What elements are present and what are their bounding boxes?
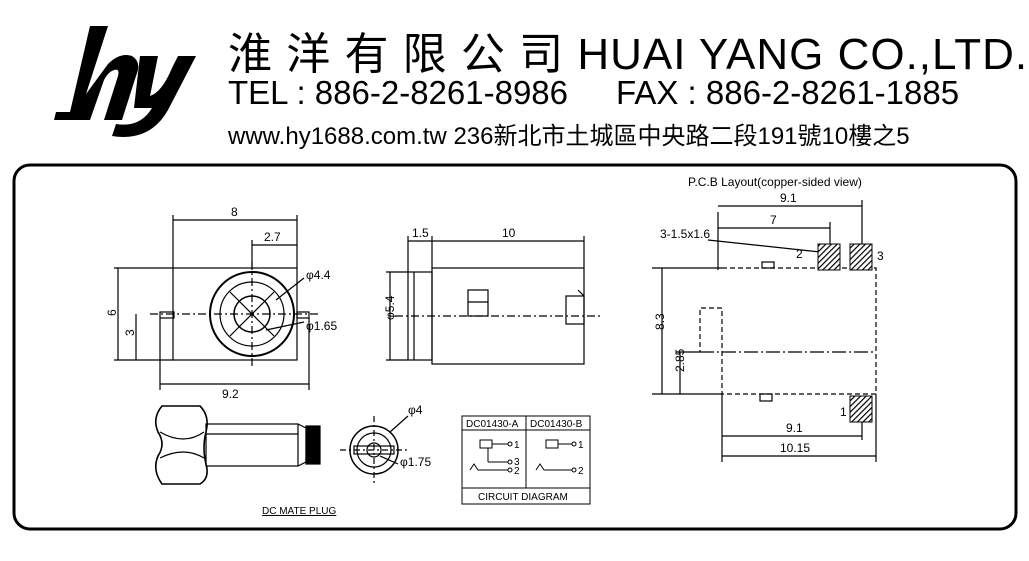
dc-mate-plug: [154, 405, 409, 485]
pcb-view: [652, 200, 877, 462]
address-line: www.hy1688.com.tw 236新北市土城區中央路二段191號10樓之…: [228, 116, 910, 151]
front-dim-dia-inner: φ1.65: [306, 319, 337, 333]
plug-dim-dia-inner: φ1.75: [400, 455, 431, 469]
circuit-caption: CIRCUIT DIAGRAM: [478, 492, 568, 503]
front-dim-width: 8: [231, 205, 238, 219]
company-logo: [54, 26, 196, 137]
pcb-pin-2: 2: [796, 247, 803, 261]
pcb-dim-top-total: 9.1: [780, 191, 797, 205]
circuit-diagram: [461, 415, 591, 505]
circuit-a-pin-1: 1: [514, 440, 520, 451]
pcb-pad-3: [849, 243, 873, 271]
pcb-pin-3: 3: [877, 249, 884, 263]
pcb-pin-1: 1: [840, 405, 847, 419]
pcb-dim-offset: 2.85: [673, 348, 687, 372]
front-dim-base: 9.2: [222, 387, 239, 401]
side-view: [386, 236, 600, 365]
website: www.hy1688.com.tw: [228, 123, 447, 150]
pcb-dim-bottom-total: 10.15: [780, 441, 810, 455]
company-name-en: HUAI YANG CO.,LTD.: [577, 30, 1029, 79]
front-dim-dia-outer: φ4.4: [306, 268, 331, 282]
front-view: [114, 215, 320, 390]
front-dim-offset: 2.7: [264, 230, 281, 244]
circuit-col-a: DC01430-A: [466, 419, 519, 430]
circuit-col-b: DC01430-B: [530, 419, 583, 430]
plug-dim-dia-outer: φ4: [408, 403, 423, 417]
pcb-dim-height: 8.3: [653, 313, 667, 330]
tel-number: TEL : 886-2-8261-8986: [228, 74, 569, 111]
plug-caption: DC MATE PLUG: [262, 506, 336, 517]
side-dim-flange: 1.5: [412, 226, 429, 240]
pcb-hole-spec: 3-1.5x1.6: [660, 227, 710, 241]
side-dim-length: 10: [502, 226, 516, 240]
pcb-pad-1: [849, 395, 873, 423]
front-dim-height: 6: [105, 309, 119, 316]
contact-line: TEL : 886-2-8261-8986 FAX : 886-2-8261-18…: [228, 74, 959, 112]
pcb-dim-top-inner: 7: [770, 213, 777, 227]
drawing-frame: [12, 163, 1018, 531]
circuit-a-pin-2: 2: [514, 466, 520, 477]
pcb-title: P.C.B Layout(copper-sided view): [688, 175, 862, 189]
side-dim-dia: φ5.4: [383, 295, 397, 320]
company-name: 淮 洋 有 限 公 司 HUAI YANG CO.,LTD.: [228, 18, 1028, 82]
pcb-dim-bottom-inner: 9.1: [786, 421, 803, 435]
front-dim-center: 3: [123, 329, 137, 336]
circuit-a-pin-3: 3: [514, 457, 520, 468]
address: 236新北市土城區中央路二段191號10樓之5: [453, 123, 910, 150]
circuit-b-pin-1: 1: [578, 440, 584, 451]
circuit-b-pin-2: 2: [578, 466, 584, 477]
company-name-cn: 淮 洋 有 限 公 司: [228, 30, 565, 79]
fax-number: FAX : 886-2-8261-1885: [616, 74, 960, 111]
pcb-pad-2: [817, 243, 841, 271]
